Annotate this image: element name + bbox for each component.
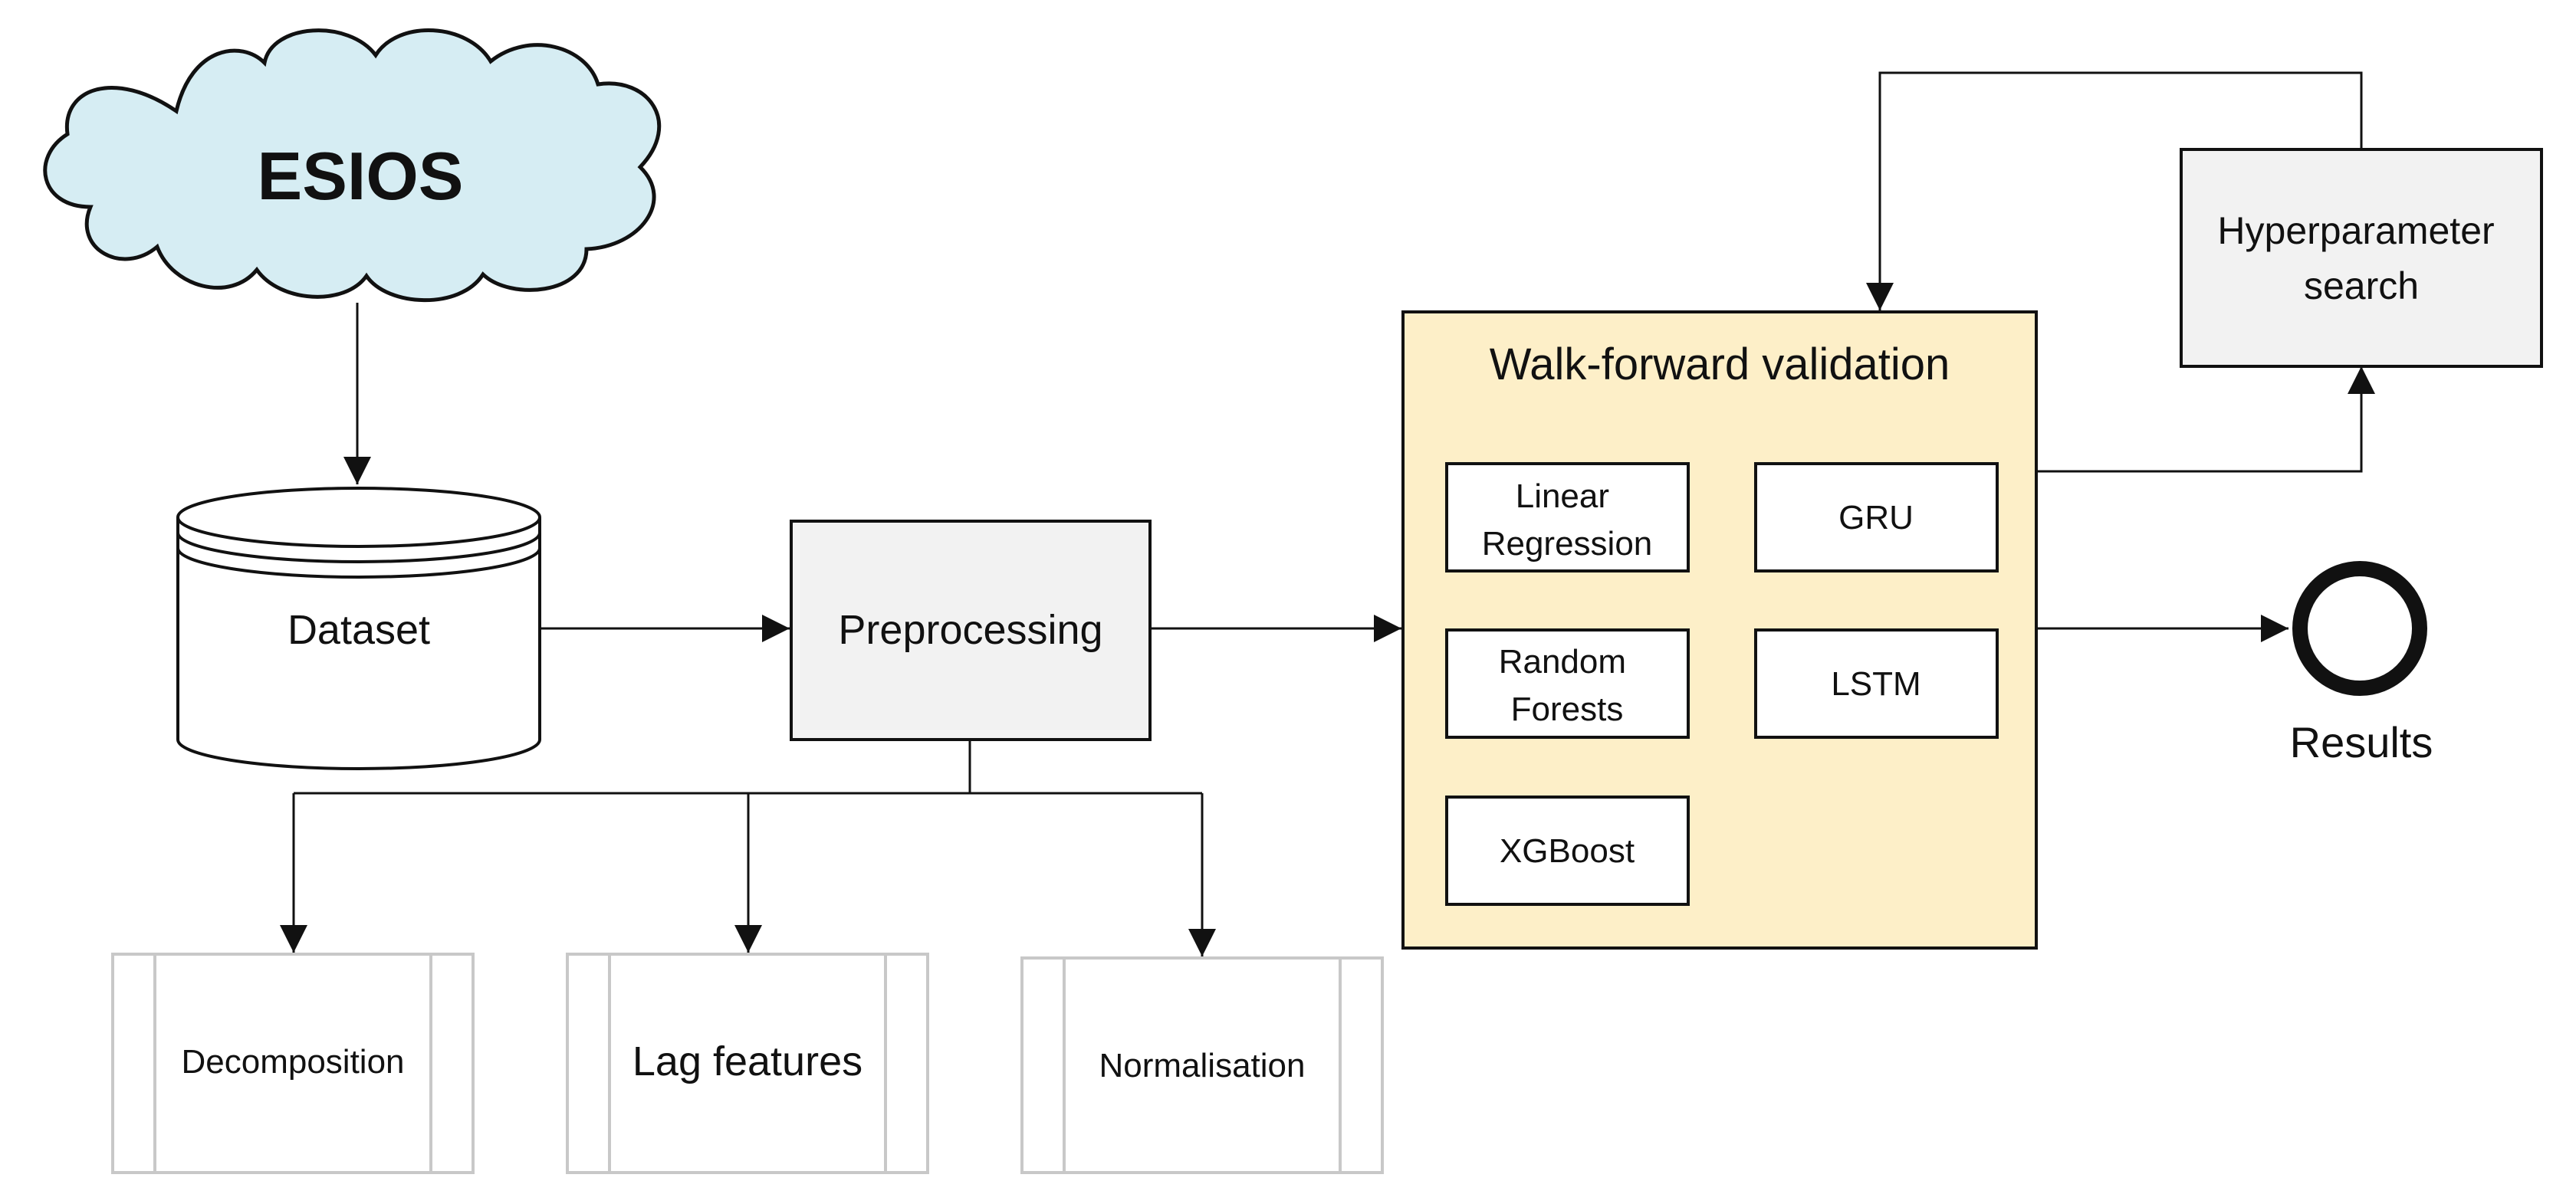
search-label: search [2304, 264, 2419, 307]
model-lstm: LSTM [1754, 628, 1999, 739]
model-label: Linear [1516, 477, 1609, 515]
validation-title: Walk-forward validation [1490, 340, 1950, 389]
database-ring-2 [176, 547, 541, 579]
connectors [280, 71, 2375, 956]
step-label: Normalisation [1099, 1047, 1306, 1084]
dataset-store: Dataset [176, 487, 541, 770]
connector-preprocessing-trunk [294, 740, 1202, 795]
svg-text:Random Forests: Random Forests [1499, 643, 1636, 728]
step-decomposition: Decomposition [111, 953, 475, 1174]
database-icon [176, 517, 541, 770]
preprocessing-label: Preprocessing [838, 607, 1102, 653]
end-circle-icon [2292, 561, 2427, 696]
step-lag-features: Lag features [566, 953, 929, 1174]
preprocessing-box: Preprocessing [790, 520, 1152, 741]
hyperparameter-search-box: Hyperparameter search [2180, 148, 2543, 368]
svg-text:Hyperparameter search: Hyperparameter search [2217, 209, 2505, 307]
cloud-icon [43, 28, 662, 303]
model-label: Random [1499, 643, 1626, 681]
step-label: Decomposition [181, 1043, 404, 1081]
model-random-forests: Random Forests [1445, 628, 1690, 739]
model-gru: GRU [1754, 462, 1999, 572]
model-label: Forests [1511, 691, 1624, 728]
esios-source: ESIOS [43, 28, 662, 303]
model-xgboost: XGBoost [1445, 796, 1690, 906]
database-top-ring [176, 487, 541, 548]
database-ring-1 [176, 532, 541, 563]
model-linear-regression: Linear Regression [1445, 462, 1690, 572]
validation-panel: Walk-forward validation Linear Regressio… [1401, 310, 2038, 950]
model-label: Regression [1482, 525, 1653, 563]
search-rect [2180, 148, 2543, 368]
search-label: Hyperparameter [2217, 209, 2494, 252]
model-label: LSTM [1831, 665, 1921, 703]
esios-label: ESIOS [258, 138, 464, 214]
dataset-label: Dataset [288, 607, 430, 653]
step-normalisation: Normalisation [1020, 956, 1384, 1174]
model-label: GRU [1838, 499, 1914, 536]
results-label: Results [2290, 718, 2433, 766]
arrow-validation-to-search [2038, 366, 2375, 473]
arrow-search-to-validation [1866, 71, 2363, 310]
preprocessing-rect [790, 520, 1152, 741]
results-node: Results [2290, 561, 2433, 766]
svg-text:Linear Regression: Linear Regression [1482, 477, 1653, 563]
step-label: Lag features [632, 1038, 863, 1084]
model-label: XGBoost [1500, 832, 1635, 870]
